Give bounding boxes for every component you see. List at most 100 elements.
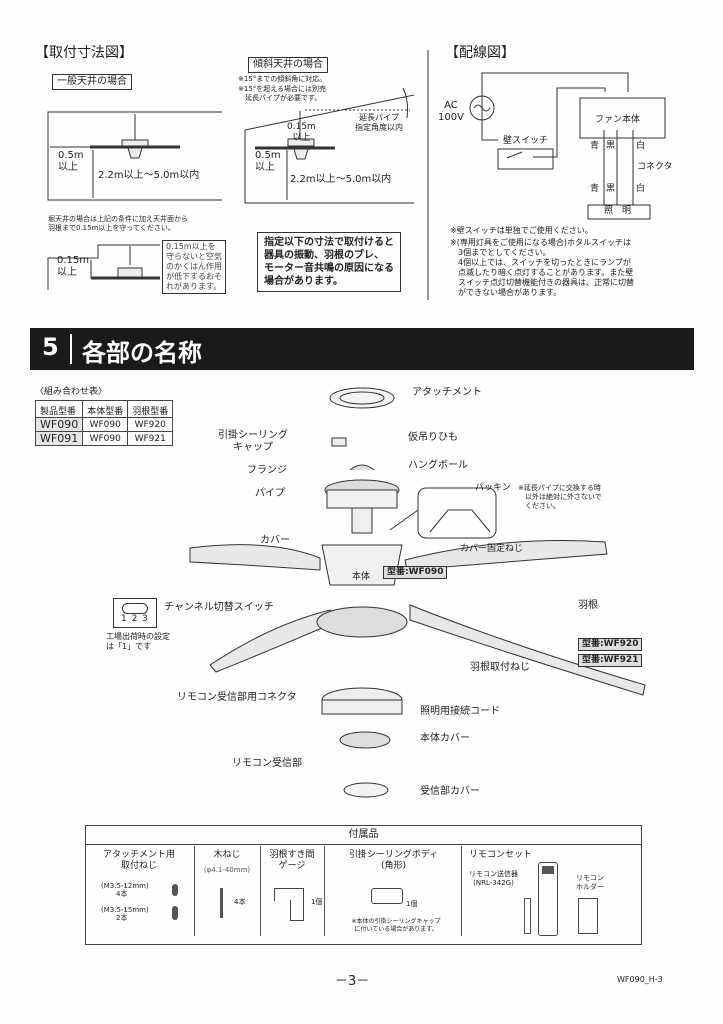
sloped-side-clearance: 0.5m 以上 (255, 150, 281, 173)
sloped-ceiling-diagram (244, 87, 415, 204)
blade-model-badge-2: 型番:WF921 (578, 654, 643, 667)
remote-transmitter-label: リモコン送信器 (NRL-342G) (469, 870, 518, 887)
wire-black-bottom: 黒 (606, 184, 616, 194)
label-packing: パッキン (475, 483, 511, 493)
wire-white-bottom: 白 (636, 184, 646, 194)
qty: 1個 (311, 898, 323, 906)
cell: WF090 (34, 417, 84, 432)
packing-note: ※延長パイプに交換する時 以外は絶対に外さないで ください。 (518, 484, 602, 510)
holder-icon (578, 898, 598, 934)
spec: (φ4.1-40mm) (203, 866, 251, 874)
label-hang-ball: ハングボール (408, 460, 468, 471)
page-number: －3－ (335, 974, 370, 989)
label-body-cover: 本体カバー (420, 733, 470, 744)
dimensions-title: 【取付寸法図】 (35, 45, 133, 61)
sloped-height-range: 2.2m以上～5.0m以内 (290, 174, 392, 185)
extension-pipe-note: 延長パイプ 指定角度以内 (355, 113, 403, 132)
factory-setting-note: 工場出荷時の設定 は「1」です (106, 632, 170, 651)
body-model-badge: 型番:WF090 (383, 566, 448, 579)
sloped-note-2: ※15°を超える場合には別売 延長パイプが必要です。 (238, 85, 327, 102)
gauge-icon (274, 888, 304, 901)
label-cover-screw: カバー固定ねじ (460, 544, 524, 554)
sloped-note-1: ※15°までの傾斜角に対応。 (238, 75, 327, 83)
fan-body-label: ファン本体 (595, 115, 641, 125)
connector-label: コネクタ (637, 162, 673, 172)
section-number: 5 (42, 333, 59, 361)
combo-title: 〈組み合わせ表〉 (35, 387, 108, 397)
recessed-clearance: 0.15m 以上 (57, 255, 90, 278)
sloped-ceiling-label: 傾斜天井の場合 (248, 57, 328, 73)
wiring-note-2: ※(専用灯具をご使用になる場合)ホタルスイッチは 3個までとしてください。 4個… (450, 238, 634, 297)
label-blade: 羽根 (578, 600, 598, 611)
label-pipe: パイプ (255, 488, 285, 499)
section-divider (70, 334, 72, 364)
fan-exploded-diagram (189, 387, 646, 798)
wiring-title: 【配線図】 (445, 45, 515, 61)
header-body: 本体型番 (82, 400, 129, 418)
label-body: 本体 (352, 572, 371, 582)
label-receiver: リモコン受信部 (232, 758, 302, 769)
cell: WF090 (82, 417, 129, 432)
screw-icon (172, 906, 178, 920)
label-attachment: アタッチメント (412, 387, 482, 398)
height-range: 2.2m以上～5.0m以内 (98, 170, 200, 181)
recessed-ceiling-diagram (47, 244, 160, 290)
wire-white-top: 白 (636, 141, 646, 151)
item-attachment-screw: アタッチメント用 取付ねじ (102, 850, 175, 871)
wire-blue-bottom: 青 (590, 184, 600, 194)
gauge-icon-lower (290, 900, 304, 921)
qty: 4本 (116, 890, 128, 898)
battery-icon (524, 898, 531, 934)
recessed-note: 堀天井の場合は上記の条件に加え天井面から 羽根まで0.15m以上を守ってください… (48, 215, 188, 232)
header-product: 製品型番 (34, 400, 84, 418)
label-receiver-connector: リモコン受信部用コネクタ (177, 692, 297, 703)
screw-icon (172, 884, 178, 896)
accessories-title: 付属品 (86, 826, 641, 845)
light-label: 照 明 (604, 206, 632, 216)
normal-ceiling-label: 一般天井の場合 (52, 74, 132, 90)
label-ceiling-cap: 引掛シーリング キャップ (218, 430, 288, 453)
qty: 2本 (116, 914, 128, 922)
label-light-cord: 照明用接続コード (420, 706, 500, 717)
section-header: 5 各部の名称 (30, 328, 694, 370)
label-receiver-cover: 受信部カバー (420, 786, 480, 797)
item-remote-set: リモコンセット (469, 850, 533, 860)
ceiling-body-icon (371, 888, 403, 904)
cell: WF921 (127, 431, 174, 446)
spec: (M3.5-15mm) (101, 906, 149, 914)
cell: WF090 (82, 431, 129, 446)
label-channel-switch: チャンネル切替スイッチ (164, 602, 274, 613)
channel-switch-illustration: 1 2 3 (113, 598, 157, 628)
blade-model-badge-1: 型番:WF920 (578, 638, 643, 651)
qty: 1個 (406, 900, 418, 908)
accessories-box: 付属品 アタッチメント用 取付ねじ (M3.5-12mm) 4本 (M3.5-1… (85, 825, 642, 945)
label-flange: フランジ (247, 465, 287, 476)
label-blade-screw: 羽根取付ねじ (470, 662, 530, 673)
wire-blue-top: 青 (590, 141, 600, 151)
spec: (M3.5-12mm) (101, 882, 149, 890)
switch-positions: 1 2 3 (121, 614, 149, 624)
qty: 4本 (234, 898, 246, 906)
wiring-note-1: ※壁スイッチは単独でご使用ください。 (450, 226, 593, 235)
header-blade: 羽根型番 (127, 400, 174, 418)
ceiling-body-note: ※本体の引掛シーリングキャップ に付いている場合があります。 (351, 918, 441, 933)
item-ceiling-body: 引掛シーリングボディ (角形) (348, 850, 439, 871)
normal-ceiling-diagram (47, 111, 222, 201)
wood-screw-icon (220, 888, 223, 918)
cell: WF920 (127, 417, 174, 432)
item-wood-screw: 木ねじ (213, 850, 241, 860)
switch-slider-icon (122, 603, 148, 614)
installation-caution: 指定以下の寸法で取付けると 器具の振動、羽根のブレ、 モーター音共鳴の原因になる… (257, 232, 401, 292)
ac-label: AC 100V (438, 100, 464, 123)
label-cover: カバー (260, 535, 290, 546)
wiring-diagram (469, 72, 666, 220)
remote-holder-label: リモコン ホルダー (576, 874, 604, 891)
cell: WF091 (34, 431, 84, 446)
sloped-clearance: 0.15m 以上 (287, 122, 316, 143)
recessed-warning: 0.15m以上を 守らないと空気 のかくはん作用 が低下するおそ れがあります。 (162, 240, 226, 294)
remote-control-icon (538, 862, 558, 936)
